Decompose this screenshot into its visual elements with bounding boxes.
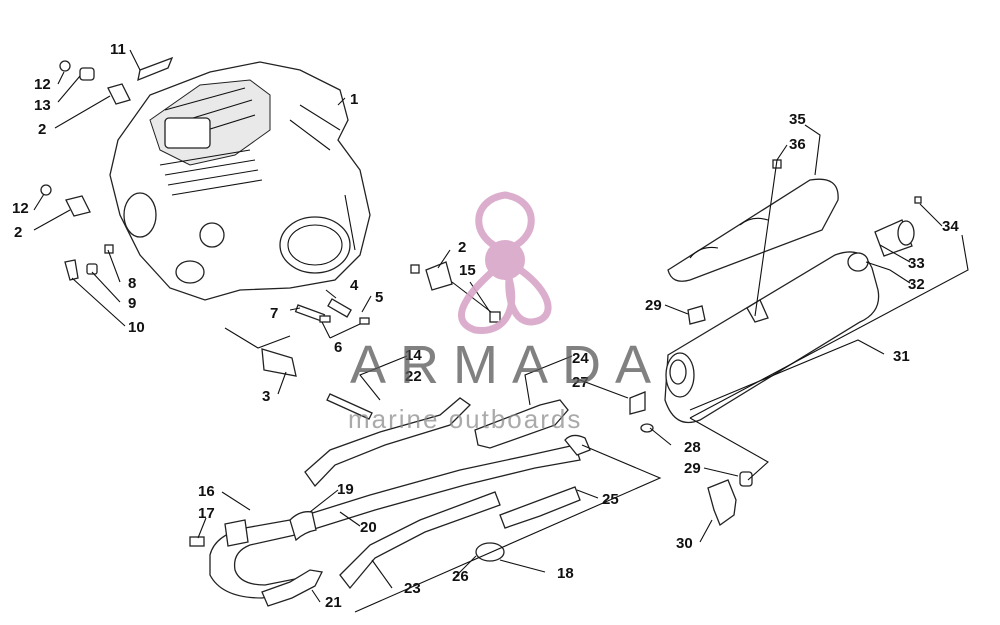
callout-28: 28	[684, 439, 701, 456]
callout-29b: 29	[684, 460, 701, 477]
header-pipe-assembly	[189, 397, 591, 607]
callout-2c: 2	[458, 239, 466, 256]
callout-32: 32	[908, 276, 925, 293]
watermark: ARMADA marine outboards	[348, 191, 665, 434]
leader-lines	[33, 49, 969, 613]
callout-12a: 12	[34, 76, 51, 93]
callout-31: 31	[893, 348, 910, 365]
callout-labels: 1 2 2 2 3 4 5 6 7 8 9 10 11 12 12 13 14 …	[12, 41, 959, 611]
callout-5: 5	[375, 289, 383, 306]
callout-2b: 2	[14, 224, 22, 241]
callout-17: 17	[198, 505, 215, 522]
callout-34: 34	[942, 218, 959, 235]
callout-24: 24	[572, 350, 589, 367]
callout-16: 16	[198, 483, 215, 500]
callout-9: 9	[128, 295, 136, 312]
callout-1: 1	[350, 91, 358, 108]
callout-12b: 12	[12, 200, 29, 217]
callout-8: 8	[128, 275, 136, 292]
callout-26: 26	[452, 568, 469, 585]
callout-36: 36	[789, 136, 806, 153]
callout-6: 6	[334, 339, 342, 356]
callout-14: 14	[405, 347, 422, 364]
watermark-title: ARMADA	[350, 335, 665, 395]
engine-assembly	[109, 61, 371, 301]
callout-18: 18	[557, 565, 574, 582]
callout-20: 20	[360, 519, 377, 536]
callout-2a: 2	[38, 121, 46, 138]
callout-30: 30	[676, 535, 693, 552]
callout-13: 13	[34, 97, 51, 114]
watermark-subtitle: marine outboards	[348, 404, 582, 434]
callout-33: 33	[908, 255, 925, 272]
callout-11: 11	[110, 41, 126, 58]
callout-19: 19	[337, 481, 354, 498]
callout-25: 25	[602, 491, 619, 508]
callout-27: 27	[572, 374, 589, 391]
callout-4: 4	[350, 277, 359, 294]
callout-7: 7	[270, 305, 278, 322]
callout-35: 35	[789, 111, 806, 128]
callout-29a: 29	[645, 297, 662, 314]
callout-23: 23	[404, 580, 421, 597]
callout-10: 10	[128, 319, 145, 336]
muffler-assembly	[629, 159, 922, 527]
callout-3: 3	[262, 388, 270, 405]
callout-21: 21	[325, 594, 342, 611]
propeller-logo-icon	[458, 191, 552, 334]
callout-22: 22	[405, 368, 422, 385]
left-fasteners	[40, 56, 373, 420]
callout-15: 15	[459, 262, 476, 279]
header-stud	[410, 261, 501, 323]
